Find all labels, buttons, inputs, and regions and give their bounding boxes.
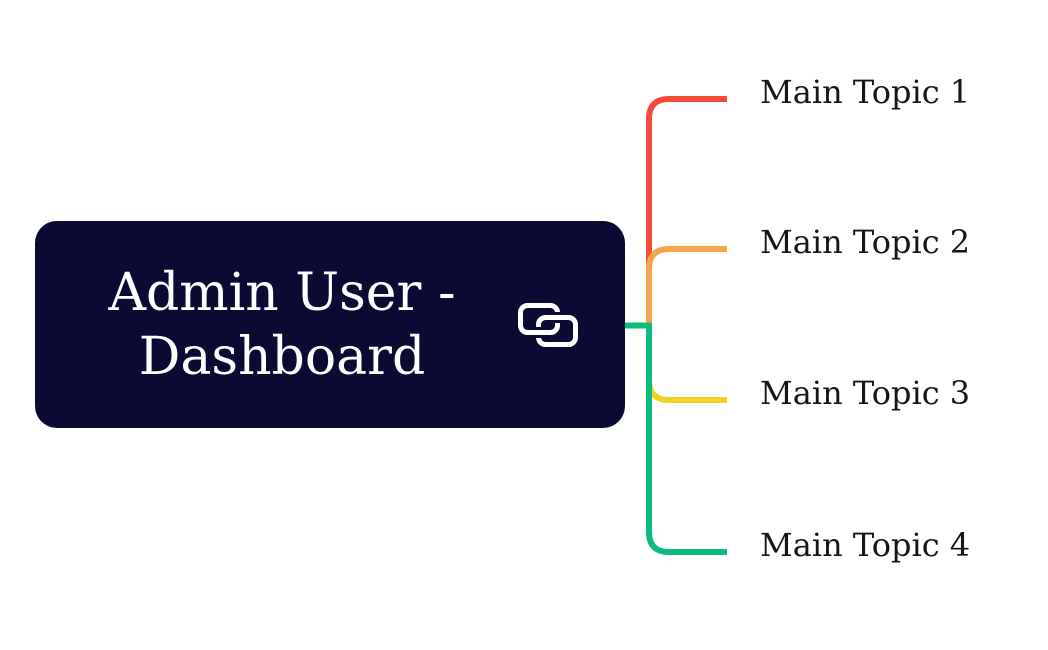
branch-line-4: [625, 322, 727, 555]
root-node[interactable]: Admin User - Dashboard: [35, 221, 625, 428]
root-title: Admin User - Dashboard: [108, 262, 456, 387]
branch-line-1: [625, 96, 727, 329]
topic-label-4[interactable]: Main Topic 4: [760, 526, 971, 564]
topic-label-2[interactable]: Main Topic 2: [760, 223, 971, 261]
branch-line-3: [625, 322, 727, 403]
topic-label-1[interactable]: Main Topic 1: [760, 73, 971, 111]
topic-label-3[interactable]: Main Topic 3: [760, 374, 971, 412]
link-icon: [518, 302, 578, 347]
branch-line-2: [625, 246, 727, 329]
